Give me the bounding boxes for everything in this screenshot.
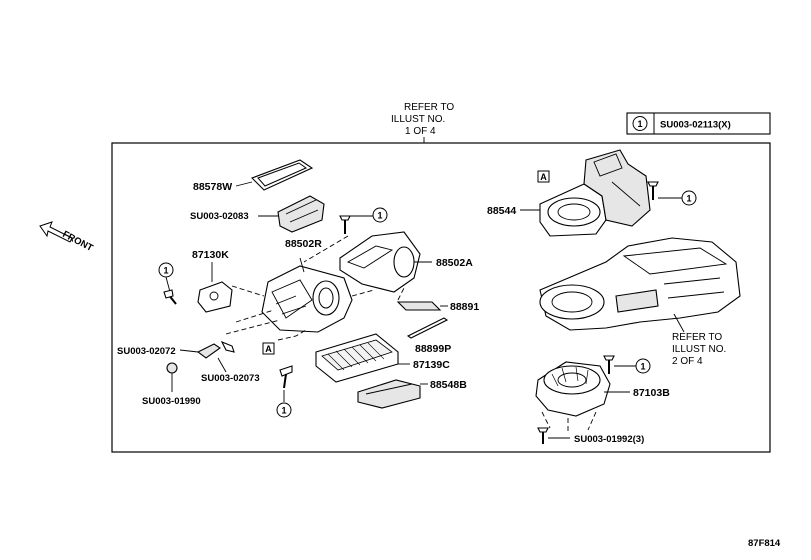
refer-note-top: REFER TO ILLUST NO. 1 OF 4	[391, 102, 454, 143]
refer-top-line-3: 1 OF 4	[405, 126, 436, 137]
screw-bottom: 1	[276, 365, 293, 418]
refer-right-line-3: 2 OF 4	[672, 356, 703, 367]
screw-left: 1	[158, 262, 177, 305]
marker-screw-left: 1	[163, 266, 168, 276]
label-88502a: 88502A	[436, 257, 473, 269]
marker-screw-right: 1	[686, 194, 691, 204]
legend-code: SU003-02113(X)	[660, 120, 731, 131]
foam-strip-88891	[396, 301, 448, 311]
label-88578w: 88578W	[193, 181, 232, 193]
view-marker-left-label: A	[265, 344, 272, 354]
marker-screw-motor: 1	[640, 362, 645, 372]
duct-88502a	[339, 231, 432, 293]
label-02073: SU003-02073	[201, 373, 260, 384]
label-02083: SU003-02083	[190, 211, 249, 222]
housing-88544	[520, 149, 651, 237]
label-88548b: 88548B	[430, 379, 467, 391]
actuator-87130k	[197, 262, 233, 313]
screw-top-center: 1	[339, 207, 388, 234]
view-marker-right-label: A	[540, 172, 547, 182]
blower-motor-87103b	[535, 361, 630, 417]
refer-top-line-1: REFER TO	[404, 102, 454, 113]
refer-note-right: REFER TO ILLUST NO. 2 OF 4	[672, 332, 726, 367]
view-marker-left: A	[262, 342, 275, 355]
blower-case-88502r	[261, 257, 353, 333]
label-87139c: 87139C	[413, 359, 450, 371]
refer-top-line-2: ILLUST NO.	[391, 114, 445, 125]
legend-marker: 1	[637, 119, 642, 129]
front-arrow: FRONT	[39, 221, 95, 254]
clip-01990	[166, 362, 178, 392]
seal-88899p	[406, 317, 449, 339]
label-01992: SU003-01992(3)	[574, 434, 644, 445]
sensor-02072	[179, 340, 235, 359]
air-filter-87139c	[315, 333, 410, 383]
bracket-02083	[258, 195, 325, 233]
label-88544: 88544	[487, 205, 516, 217]
screw-right-top: 1	[647, 181, 697, 206]
screw-01992	[537, 427, 570, 444]
screw-above-motor: 1	[603, 355, 651, 374]
legend-box: 1 SU003-02113(X)	[626, 112, 771, 135]
view-marker-right: A	[537, 170, 550, 183]
seal-ring-88578w	[235, 159, 314, 191]
label-88891: 88891	[450, 301, 479, 313]
label-01990: SU003-01990	[142, 396, 201, 407]
label-87130k: 87130K	[192, 249, 229, 261]
refer-right-line-1: REFER TO	[672, 332, 722, 343]
front-label: FRONT	[61, 229, 95, 254]
label-88899p: 88899P	[415, 343, 451, 355]
label-87103b: 87103B	[633, 387, 670, 399]
refer-right-line-2: ILLUST NO.	[672, 344, 726, 355]
diagram-frame	[111, 142, 771, 453]
marker-screw-top: 1	[377, 211, 382, 221]
figure-id: 87F814	[748, 538, 781, 549]
label-88502r: 88502R	[285, 238, 322, 250]
filter-cover-88548b	[357, 379, 428, 409]
marker-screw-bottom: 1	[281, 406, 286, 416]
blower-housing-lower	[539, 237, 741, 331]
label-02072: SU003-02072	[117, 346, 176, 357]
